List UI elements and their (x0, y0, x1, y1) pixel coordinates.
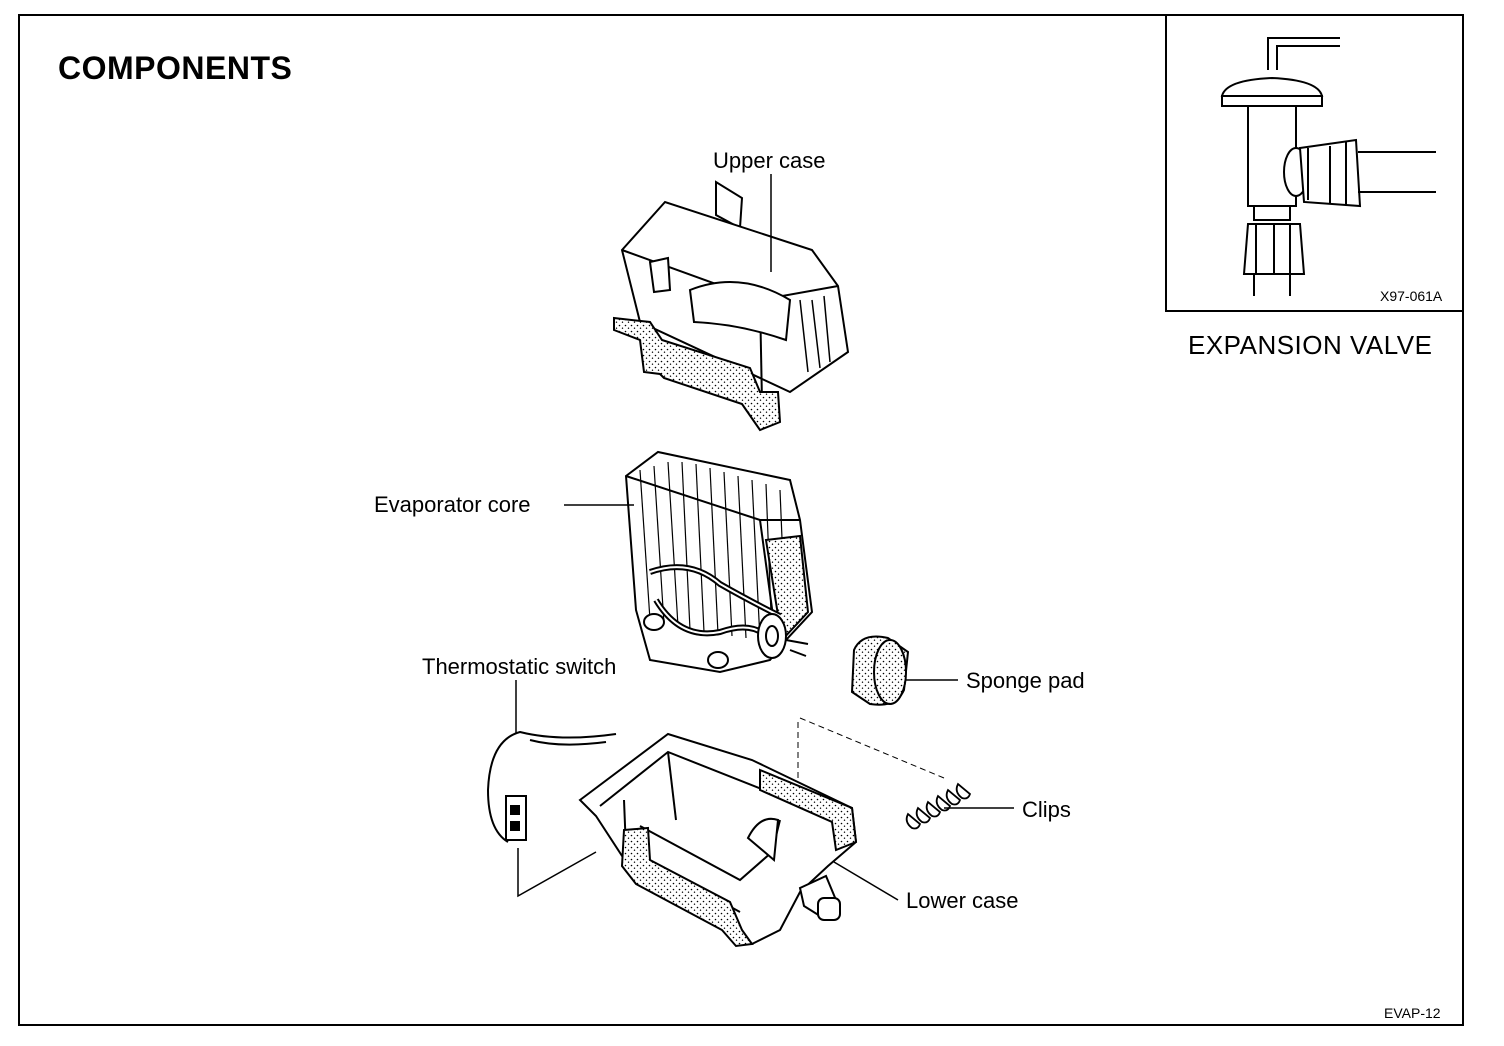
expansion-valve-inset (1165, 15, 1464, 312)
thermostatic-switch-drawing (486, 730, 617, 843)
leader-switch-install (517, 848, 597, 898)
page-code: EVAP-12 (1384, 1005, 1441, 1021)
page-title: COMPONENTS (58, 50, 293, 86)
sponge-pad-drawing (850, 635, 910, 706)
expansion-valve-title: EXPANSION VALVE (1188, 330, 1433, 360)
upper-case-drawing (613, 180, 850, 432)
inset-figure-code: X97-061A (1380, 288, 1443, 304)
label-lower-case: Lower case (906, 888, 1019, 913)
label-sponge-pad: Sponge pad (966, 668, 1085, 693)
label-evaporator-core: Evaporator core (374, 492, 531, 517)
label-upper-case: Upper case (713, 148, 826, 173)
page-frame (18, 14, 1464, 1026)
leader-lower-case (833, 861, 899, 901)
lower-case-drawing (578, 732, 858, 948)
alignment-line-clips (799, 717, 945, 779)
label-thermostatic-switch: Thermostatic switch (422, 654, 617, 679)
expansion-valve-drawing (1220, 37, 1436, 296)
clips-drawing (905, 782, 972, 830)
evaporator-core-drawing (624, 450, 814, 674)
label-clips: Clips (1022, 797, 1071, 822)
